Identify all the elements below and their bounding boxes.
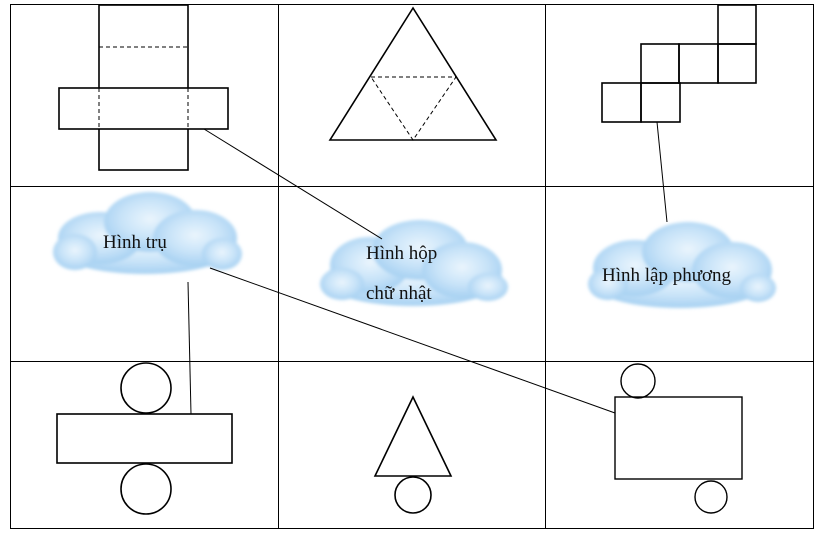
- label-box-line2: chữ nhật: [366, 283, 432, 304]
- connector-boxnet-to-box: [203, 128, 383, 240]
- label-cylinder: Hình trụ: [103, 232, 167, 253]
- cone-net-figure: [373, 395, 453, 514]
- label-box-line1: Hình hộp: [366, 243, 437, 264]
- grid-table: [10, 4, 814, 529]
- connector-lines: [187, 121, 668, 415]
- box-net-figure: [58, 4, 229, 171]
- tetrahedron-net-figure: [328, 6, 498, 141]
- cloud-cube[interactable]: [588, 222, 776, 308]
- cloud-rectangular-box[interactable]: [320, 220, 508, 306]
- connector-cylinder-to-net: [187, 281, 192, 415]
- connector-cylinder-to-rectangle: [209, 267, 616, 414]
- cylinder-net-figure: [56, 362, 233, 515]
- cloud-cylinder[interactable]: [53, 192, 242, 274]
- cube-net-figure: [601, 4, 757, 123]
- connector-cubenet-to-cube: [656, 121, 668, 223]
- label-cube: Hình lập phương: [602, 265, 732, 286]
- rectangle-circles-figure: [614, 363, 743, 514]
